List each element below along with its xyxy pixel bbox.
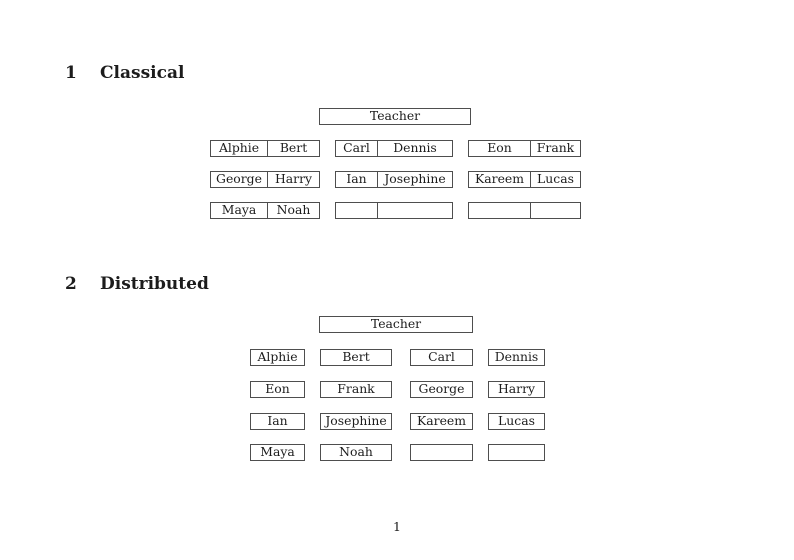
section-number: 1 <box>65 63 77 83</box>
desk-classical: Kareem Lucas <box>468 171 581 188</box>
seat-right: Frank <box>536 140 575 156</box>
seat-label: Maya <box>260 444 295 460</box>
seat-right: Dennis <box>393 140 437 156</box>
seat-label: Lucas <box>498 413 535 429</box>
seat-label: Eon <box>265 381 290 397</box>
seat-right-empty <box>531 203 580 218</box>
section-heading-classical: 1 Classical <box>65 64 184 83</box>
desk-classical: Carl Dennis <box>335 140 453 157</box>
seat-box: Harry <box>488 381 545 398</box>
seat-box: Josephine <box>320 413 392 430</box>
seat-label: Harry <box>497 381 536 397</box>
desk-classical-empty <box>468 202 581 219</box>
seat-label: Dennis <box>494 349 539 365</box>
desk-classical: Ian Josephine <box>335 171 453 188</box>
seat-box: Alphie <box>250 349 305 366</box>
seat-left-empty <box>336 203 378 218</box>
teacher-box-classical: Teacher <box>319 108 471 125</box>
seat-left: Carl <box>336 141 378 156</box>
seat-label: Carl <box>428 349 455 365</box>
teacher-label: Teacher <box>369 108 421 124</box>
seat-label: George <box>418 381 465 397</box>
seat-box-empty <box>410 444 473 461</box>
seat-label: Bert <box>342 349 370 365</box>
seat-label: Josephine <box>325 413 387 429</box>
desk-classical-empty <box>335 202 453 219</box>
seat-box: Bert <box>320 349 392 366</box>
seat-left: Maya <box>211 203 268 218</box>
seat-box: Ian <box>250 413 305 430</box>
seat-label: Alphie <box>257 349 298 365</box>
seat-box: Noah <box>320 444 392 461</box>
seat-box: Carl <box>410 349 473 366</box>
seat-right: Harry <box>274 171 313 187</box>
seat-right-empty <box>378 203 452 218</box>
seat-left: Kareem <box>469 172 531 187</box>
seat-label: Ian <box>267 413 288 429</box>
seat-box: Eon <box>250 381 305 398</box>
page-number: 1 <box>393 519 401 534</box>
seat-label: Frank <box>337 381 375 397</box>
seat-box: Lucas <box>488 413 545 430</box>
seat-left: Alphie <box>211 141 268 156</box>
section-heading-distributed: 2 Distributed <box>65 275 209 294</box>
seat-right: Noah <box>276 202 311 218</box>
seat-right: Lucas <box>537 171 574 187</box>
seat-box: Frank <box>320 381 392 398</box>
seat-right: Bert <box>279 140 308 156</box>
seat-left: George <box>211 172 268 187</box>
desk-classical: Maya Noah <box>210 202 320 219</box>
desk-classical: Eon Frank <box>468 140 581 157</box>
seat-left-empty <box>469 203 531 218</box>
seat-box: George <box>410 381 473 398</box>
seat-left: Ian <box>336 172 378 187</box>
desk-classical: George Harry <box>210 171 320 188</box>
seat-box: Kareem <box>410 413 473 430</box>
teacher-label: Teacher <box>370 316 422 332</box>
teacher-box-distributed: Teacher <box>319 316 473 333</box>
desk-classical: Alphie Bert <box>210 140 320 157</box>
seat-left: Eon <box>469 141 531 156</box>
section-number: 2 <box>65 274 77 294</box>
seat-box-empty <box>488 444 545 461</box>
seat-right: Josephine <box>384 171 446 187</box>
seat-box: Dennis <box>488 349 545 366</box>
section-title: Classical <box>100 63 185 83</box>
seat-label: Noah <box>339 444 373 460</box>
seat-box: Maya <box>250 444 305 461</box>
seat-label: Kareem <box>417 413 466 429</box>
section-title: Distributed <box>100 274 209 294</box>
